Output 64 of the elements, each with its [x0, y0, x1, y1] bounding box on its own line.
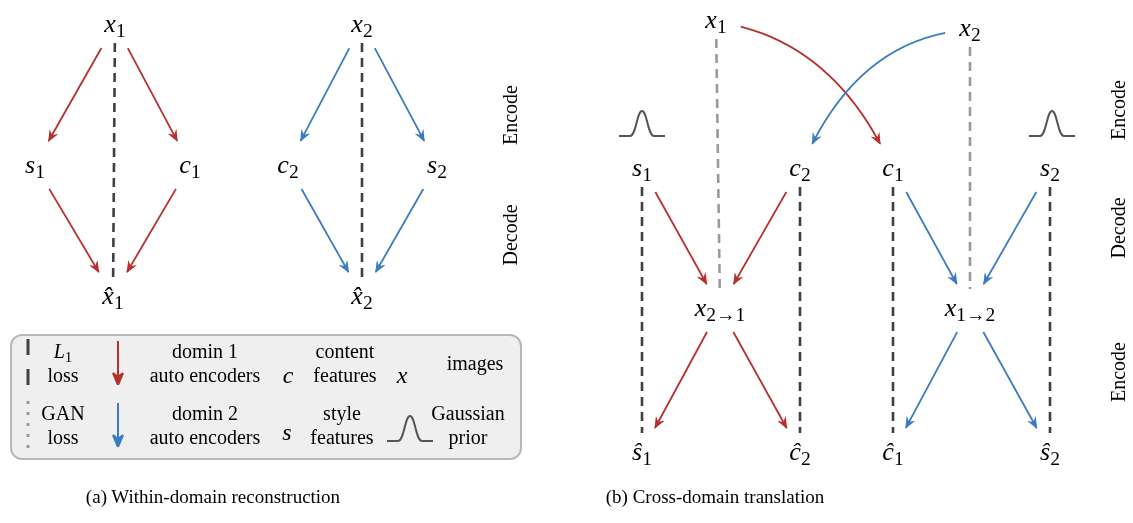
legend-text: L$_{1}$ loss [46, 339, 80, 387]
variable-label: ŝ$_{2}$ [1040, 439, 1060, 465]
arrow [811, 32, 947, 145]
arrow [654, 191, 708, 285]
stage-label: Encode [500, 85, 520, 145]
variable-label: c$_{1}$ [882, 155, 904, 181]
loss-line [360, 43, 364, 277]
legend-text: domin 2 auto encoders [148, 401, 262, 449]
stage-label: Decode [1108, 197, 1128, 259]
variable-label: c$_{2}$ [277, 152, 299, 178]
loss-line [640, 187, 644, 433]
arrow [739, 25, 882, 145]
symbol-label: c [282, 363, 294, 387]
variable-label: ĉ$_{2}$ [789, 439, 811, 465]
variable-label: ĉ$_{1}$ [882, 439, 904, 465]
variable-label: s$_{2}$ [427, 152, 447, 178]
arrow [654, 331, 708, 429]
variable-label: ŝ$_{1}$ [632, 439, 652, 465]
stage-label: Encode [1108, 80, 1128, 140]
caption: (b) Cross-domain translation [605, 486, 825, 506]
arrow [126, 47, 179, 142]
legend-text: style features [309, 401, 375, 449]
variable-label: x$_{2→1}$ [694, 295, 746, 321]
arrow [982, 191, 1038, 285]
loss-line [798, 187, 802, 433]
arrow [300, 188, 350, 273]
arrow [47, 47, 103, 142]
loss-line [714, 38, 722, 290]
legend-text: content features [312, 339, 378, 387]
legend-text: images [446, 351, 504, 375]
variable-label: x$_{1}$ [104, 11, 126, 37]
loss-line [1048, 187, 1052, 433]
variable-label: c$_{2}$ [789, 155, 811, 181]
variable-label: c$_{1}$ [179, 152, 201, 178]
variable-label: x$_{2}$ [351, 11, 373, 37]
arrow [732, 331, 788, 429]
variable-label: s$_{1}$ [25, 152, 45, 178]
arrow [48, 187, 100, 274]
arrow [126, 188, 177, 273]
caption: (a) Within-domain reconstruction [85, 486, 341, 506]
arrow [373, 47, 426, 142]
loss-line [111, 43, 117, 277]
variable-label: x$_{1→2}$ [944, 295, 996, 321]
loss-line [891, 187, 895, 433]
variable-label: x$_{2}$ [959, 15, 981, 41]
arrow [904, 331, 959, 429]
stage-label: Encode [1108, 342, 1128, 402]
variable-label: x̂$_{2}$ [351, 283, 373, 309]
symbol-label: x [396, 363, 408, 387]
stage-label: Decode [500, 204, 520, 266]
loss-line [968, 47, 972, 289]
legend-text: GAN loss [40, 401, 86, 449]
arrow [374, 188, 425, 273]
arrow [732, 191, 788, 285]
variable-label: s$_{2}$ [1040, 155, 1060, 181]
legend-text: Gaussian prior [430, 401, 506, 449]
arrow [905, 191, 958, 285]
variable-label: s$_{1}$ [632, 155, 652, 181]
variable-label: x$_{1}$ [705, 7, 727, 33]
arrow [982, 331, 1038, 429]
variable-label: x̂$_{1}$ [102, 283, 124, 309]
symbol-label: s [282, 420, 292, 444]
legend-text: domin 1 auto encoders [148, 339, 262, 387]
arrow [299, 47, 351, 142]
